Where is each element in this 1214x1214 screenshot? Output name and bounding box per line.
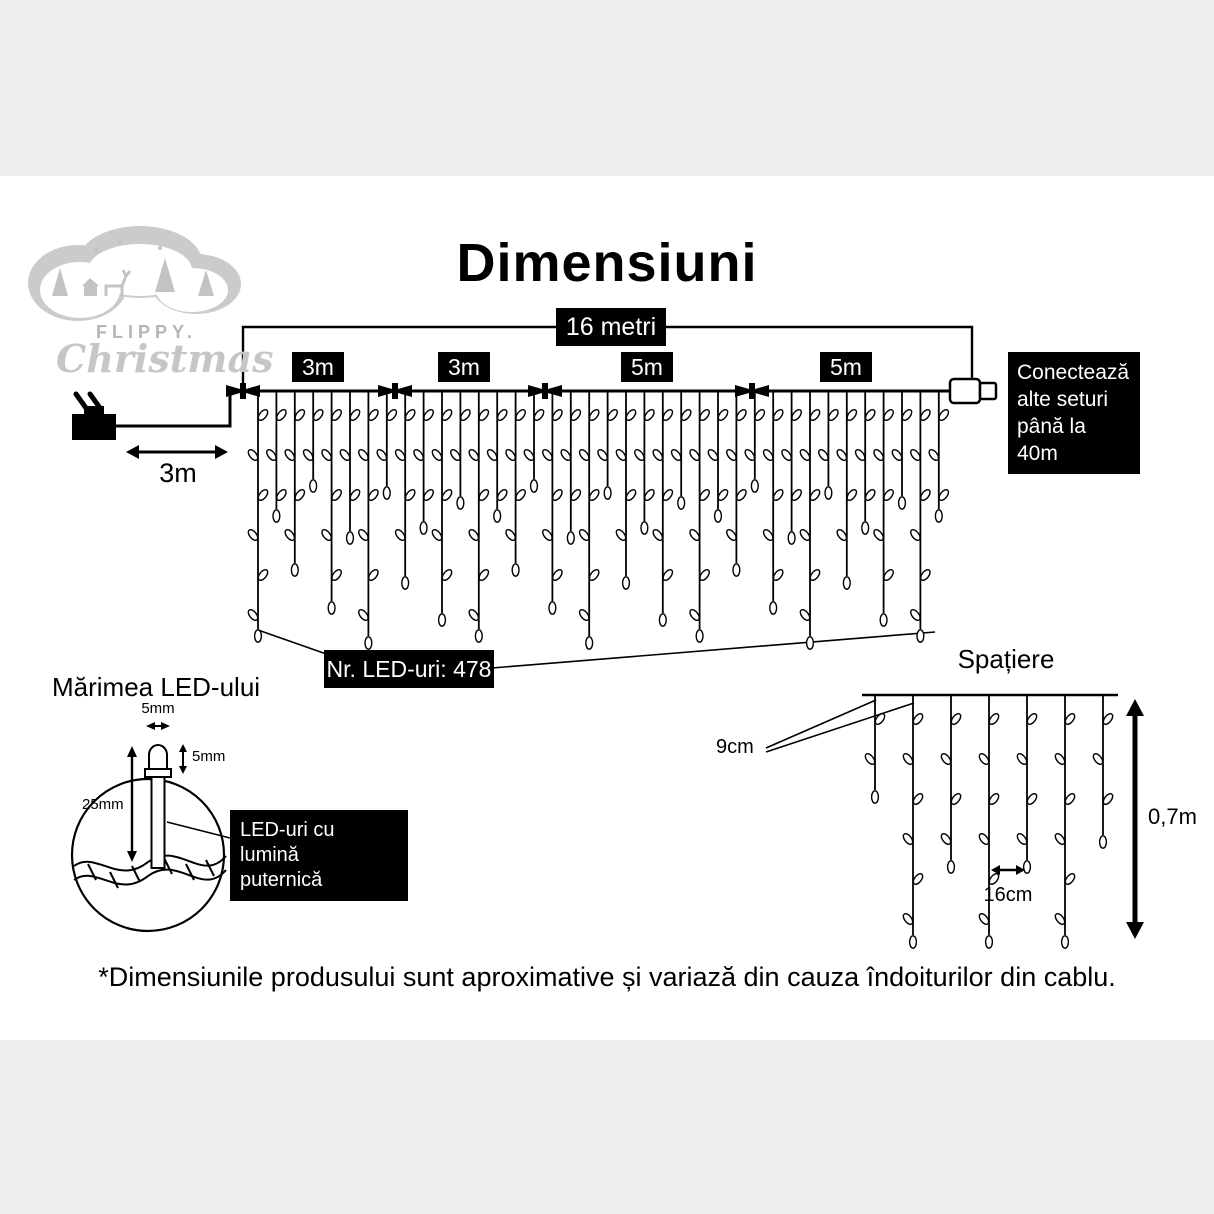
page-title: Dimensiuni bbox=[456, 233, 758, 293]
deer-icon bbox=[104, 269, 132, 296]
segment-label-4: 5m bbox=[820, 352, 872, 382]
dimension-arrows bbox=[127, 722, 187, 862]
house-icon bbox=[84, 286, 97, 296]
connect-sets-line2: alte seturi bbox=[1017, 388, 1109, 411]
twisted-wire bbox=[73, 854, 227, 889]
drop-spacing-label: 9cm bbox=[716, 736, 754, 758]
led-callout-line2: puternică bbox=[240, 869, 323, 891]
drop-length-label: 0,7m bbox=[1148, 804, 1197, 829]
star-icon bbox=[118, 240, 122, 244]
led-callout-box: LED-uri cu lumină puternică bbox=[230, 810, 408, 901]
star-icon bbox=[158, 246, 162, 250]
tree-icon bbox=[52, 268, 68, 296]
led-detail-circle bbox=[70, 722, 231, 933]
segment-label-3: 5m bbox=[621, 352, 673, 382]
segment-label-2: 3m bbox=[438, 352, 490, 382]
led-count-box: Nr. LED-uri: 478 bbox=[324, 650, 494, 688]
led-count-pointer-lines bbox=[257, 629, 936, 669]
led-size-heading: Mărimea LED-ului bbox=[52, 672, 261, 702]
led-width-label: 5mm bbox=[141, 700, 175, 717]
tree-icon bbox=[198, 270, 214, 296]
logo-script: Christmas bbox=[56, 336, 274, 381]
led-bulb-large bbox=[144, 744, 172, 869]
spacing-diagram bbox=[765, 693, 1144, 939]
led-callout-line1: LED-uri cu lumină bbox=[240, 819, 335, 866]
segment-label-1: 3m bbox=[292, 352, 344, 382]
led-cap-label: 5mm bbox=[192, 748, 226, 765]
end-connector-icon bbox=[948, 377, 998, 405]
bulb-spacing-label: 16cm bbox=[983, 884, 1033, 906]
connect-sets-line1: Conectează bbox=[1017, 361, 1130, 384]
spacing-heading: Spațiere bbox=[957, 644, 1055, 674]
logo-winter-scene bbox=[28, 226, 241, 321]
icicle-strands bbox=[226, 383, 1114, 949]
star-icon bbox=[94, 248, 98, 252]
callout-line bbox=[166, 821, 231, 839]
power-plug-icon bbox=[72, 391, 116, 440]
total-length-label: 16 metri bbox=[556, 308, 666, 346]
lead-length-label: 3m bbox=[159, 458, 197, 488]
led-height-label: 25mm bbox=[82, 796, 124, 813]
bottom-margin-band bbox=[0, 1040, 1214, 1214]
connect-sets-line3: până la 40m bbox=[1017, 415, 1086, 465]
lead-length-arrow bbox=[126, 445, 228, 459]
spacing-16cm-arrow bbox=[991, 865, 1025, 875]
main-cable bbox=[116, 389, 952, 428]
tree-icon bbox=[155, 258, 175, 292]
top-margin-band bbox=[0, 0, 1214, 176]
disclaimer-note: *Dimensiunile produsului sunt aproximati… bbox=[98, 962, 1116, 992]
drop-length-arrow bbox=[1126, 699, 1144, 939]
logo-brand: FLIPPY. bbox=[96, 322, 198, 342]
spacing-9cm-pointers bbox=[765, 699, 915, 753]
connect-sets-box: Conectează alte seturi până la 40m bbox=[1008, 352, 1140, 474]
